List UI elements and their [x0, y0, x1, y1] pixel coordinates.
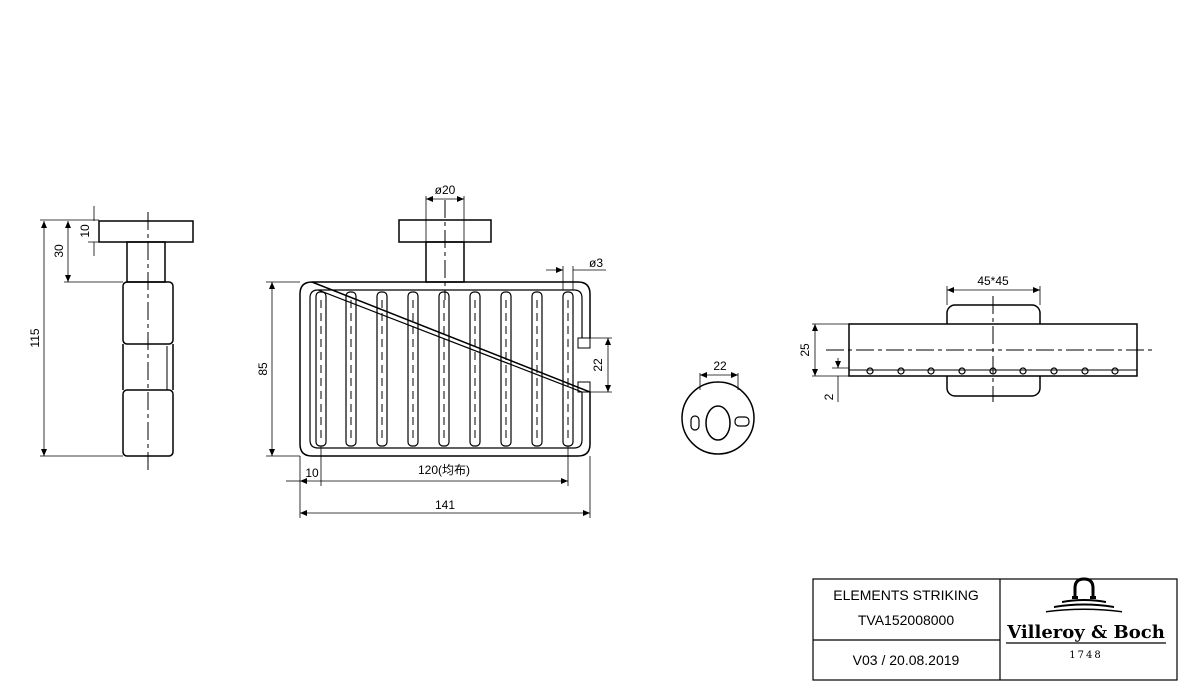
dim-top-mount: 45*45	[977, 274, 1009, 288]
basket-slats	[315, 291, 574, 447]
dim-front-rod-dia: ø3	[589, 256, 603, 270]
title-block	[812, 578, 1178, 681]
faucet-icon	[1073, 577, 1095, 597]
front-view	[266, 196, 612, 518]
dim-front-height: 85	[256, 362, 270, 376]
top-view	[812, 286, 1152, 402]
dim-side-total: 115	[28, 328, 42, 347]
product-name: ELEMENTS STRIKING	[833, 587, 978, 603]
dim-front-flange-dia: ø20	[435, 183, 456, 197]
brand-logo: Villeroy & Boch 1748	[1006, 577, 1166, 661]
dim-front-pitch: 120(均布)	[418, 463, 470, 477]
brand-year: 1748	[1069, 650, 1102, 661]
article-number: TVA152008000	[858, 612, 954, 628]
rod-holes	[866, 367, 1119, 375]
side-view	[40, 206, 194, 472]
brand-name: Villeroy & Boch	[1006, 622, 1165, 643]
dim-front-offset: 10	[305, 466, 319, 480]
dim-side-small: 10	[78, 224, 92, 238]
mounting-plate-view	[681, 372, 755, 455]
dim-front-gap: 22	[591, 358, 605, 372]
version-date: V03 / 20.08.2019	[853, 652, 960, 668]
dim-top-depth: 25	[798, 343, 812, 357]
dim-front-width: 141	[435, 498, 455, 512]
dim-top-rod-offset: 2	[822, 393, 836, 400]
dim-side-mid: 30	[52, 244, 66, 258]
dim-plate-slot: 22	[713, 359, 727, 373]
